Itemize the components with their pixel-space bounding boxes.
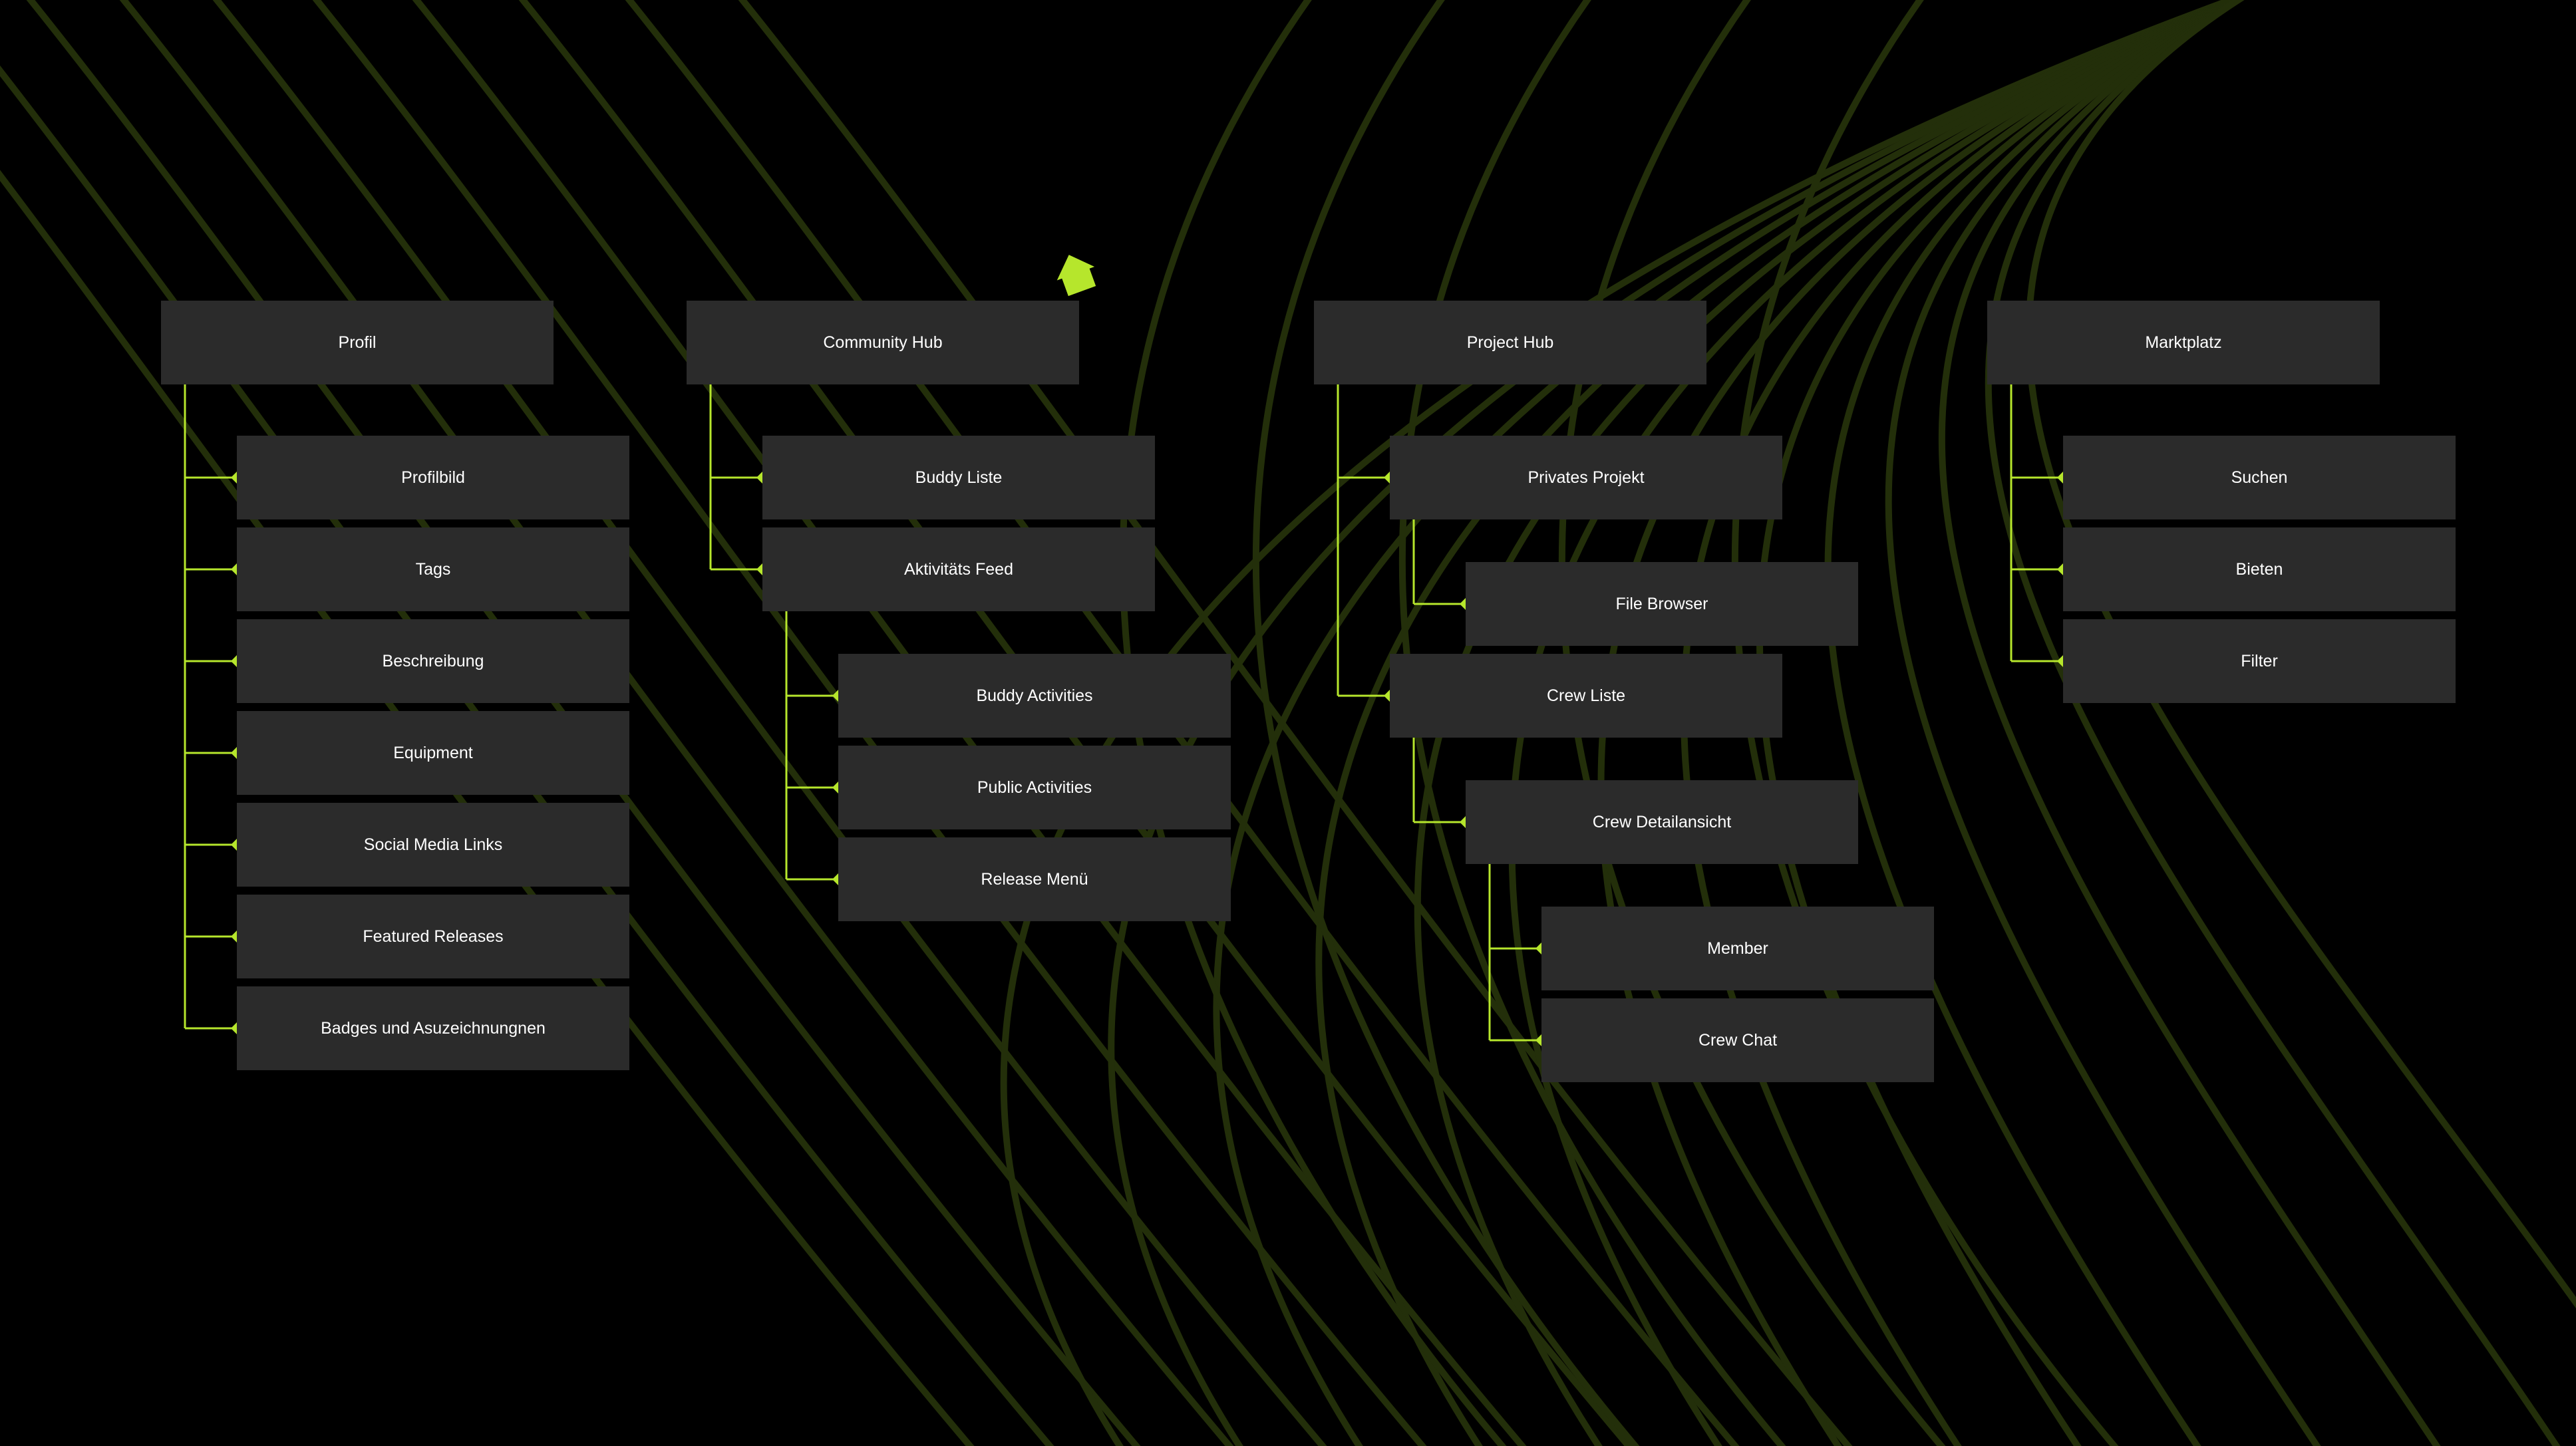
node-box <box>1466 780 1858 864</box>
node-suchen[interactable]: Suchen <box>2063 436 2456 519</box>
node-bieten[interactable]: Bieten <box>2063 527 2456 611</box>
background-curve-right <box>1000 0 2241 1446</box>
node-marktplatz[interactable]: Marktplatz <box>1987 301 2380 384</box>
node-box <box>161 301 554 384</box>
node-box <box>762 527 1155 611</box>
node-label: Suchen <box>2231 468 2288 487</box>
node-project-hub[interactable]: Project Hub <box>1314 301 1706 384</box>
node-box <box>237 986 629 1070</box>
node-label: Public Activities <box>977 778 1092 797</box>
node-box <box>762 436 1155 519</box>
node-label: Social Media Links <box>364 835 502 854</box>
node-box <box>2063 619 2456 703</box>
background-curve-left <box>625 0 1740 1446</box>
node-release-menue[interactable]: Release Menü <box>838 837 1231 921</box>
node-buddy-activities[interactable]: Buddy Activities <box>838 654 1231 738</box>
icons <box>1056 255 1096 297</box>
node-label: Featured Releases <box>363 927 503 946</box>
background-curve-left <box>738 0 1853 1446</box>
node-box <box>237 436 629 519</box>
node-box <box>1466 562 1858 646</box>
node-label: Filter <box>2241 652 2278 670</box>
node-box <box>838 654 1231 738</box>
node-box <box>237 895 629 978</box>
background-curve-left <box>212 0 1327 1446</box>
background-curve-right <box>1885 0 2321 1446</box>
node-label: Equipment <box>393 744 473 762</box>
nodes: ProfilProfilbildTagsBeschreibungEquipmen… <box>161 301 2456 1082</box>
node-label: Member <box>1707 939 1768 958</box>
node-label: Privates Projekt <box>1528 468 1644 487</box>
node-label: Community Hub <box>823 333 942 352</box>
background-curve-left <box>518 0 1633 1446</box>
node-buddy-liste[interactable]: Buddy Liste <box>762 436 1155 519</box>
node-label: Release Menü <box>981 870 1088 889</box>
node-label: Profil <box>339 333 377 352</box>
node-label: Bieten <box>2236 560 2283 579</box>
node-label: Crew Chat <box>1698 1031 1777 1050</box>
node-profil[interactable]: Profil <box>161 301 554 384</box>
node-label: Beschreibung <box>383 652 484 670</box>
node-box <box>2063 527 2456 611</box>
node-crew-liste[interactable]: Crew Liste <box>1390 654 1782 738</box>
node-aktivitaets-feed[interactable]: Aktivitäts Feed <box>762 527 1155 611</box>
node-privates-projekt[interactable]: Privates Projekt <box>1390 436 1782 519</box>
node-label: Tags <box>416 560 451 579</box>
node-box <box>237 619 629 703</box>
node-box <box>1314 301 1706 384</box>
background-curve-right <box>1213 0 2241 1446</box>
background-curve-left <box>312 0 1427 1446</box>
node-box <box>237 803 629 887</box>
node-box <box>687 301 1079 384</box>
background-curve-mid <box>1252 0 1640 1446</box>
node-label: Crew Detailansicht <box>1593 813 1731 831</box>
node-featured-releases[interactable]: Featured Releases <box>237 895 629 978</box>
node-label: File Browser <box>1616 595 1708 613</box>
node-crew-chat[interactable]: Crew Chat <box>1541 998 1934 1082</box>
node-label: Buddy Activities <box>976 686 1092 705</box>
node-profilbild[interactable]: Profilbild <box>237 436 629 519</box>
node-crew-detailansicht[interactable]: Crew Detailansicht <box>1466 780 1858 864</box>
home-icon-shape <box>1056 255 1096 297</box>
node-social-media-links[interactable]: Social Media Links <box>237 803 629 887</box>
node-box <box>1390 654 1782 738</box>
home-icon <box>1056 255 1096 297</box>
node-label: Marktplatz <box>2145 333 2221 352</box>
background-curve-right <box>1939 0 2441 1446</box>
node-public-activities[interactable]: Public Activities <box>838 746 1231 829</box>
node-filter[interactable]: Filter <box>2063 619 2456 703</box>
node-box <box>237 527 629 611</box>
node-box <box>1987 301 2380 384</box>
node-label: Aktivitäts Feed <box>904 560 1013 579</box>
node-equipment[interactable]: Equipment <box>237 711 629 795</box>
node-badges[interactable]: Badges und Asuzeichnungnen <box>237 986 629 1070</box>
node-box <box>838 837 1231 921</box>
node-box <box>1541 998 1934 1082</box>
node-box <box>1541 907 1934 990</box>
node-beschreibung[interactable]: Beschreibung <box>237 619 629 703</box>
node-member[interactable]: Member <box>1541 907 1934 990</box>
node-label: Profilbild <box>401 468 465 487</box>
node-tags[interactable]: Tags <box>237 527 629 611</box>
node-community-hub[interactable]: Community Hub <box>687 301 1079 384</box>
node-box <box>2063 436 2456 519</box>
node-label: Crew Liste <box>1547 686 1625 705</box>
background-curve-right <box>1985 0 2561 1446</box>
node-label: Badges und Asuzeichnungnen <box>321 1019 546 1038</box>
node-box <box>1390 436 1782 519</box>
background-curve-right <box>1108 0 2241 1446</box>
node-box <box>838 746 1231 829</box>
node-box <box>237 711 629 795</box>
node-label: Buddy Liste <box>915 468 1003 487</box>
node-label: Project Hub <box>1467 333 1554 352</box>
node-file-browser[interactable]: File Browser <box>1466 562 1858 646</box>
